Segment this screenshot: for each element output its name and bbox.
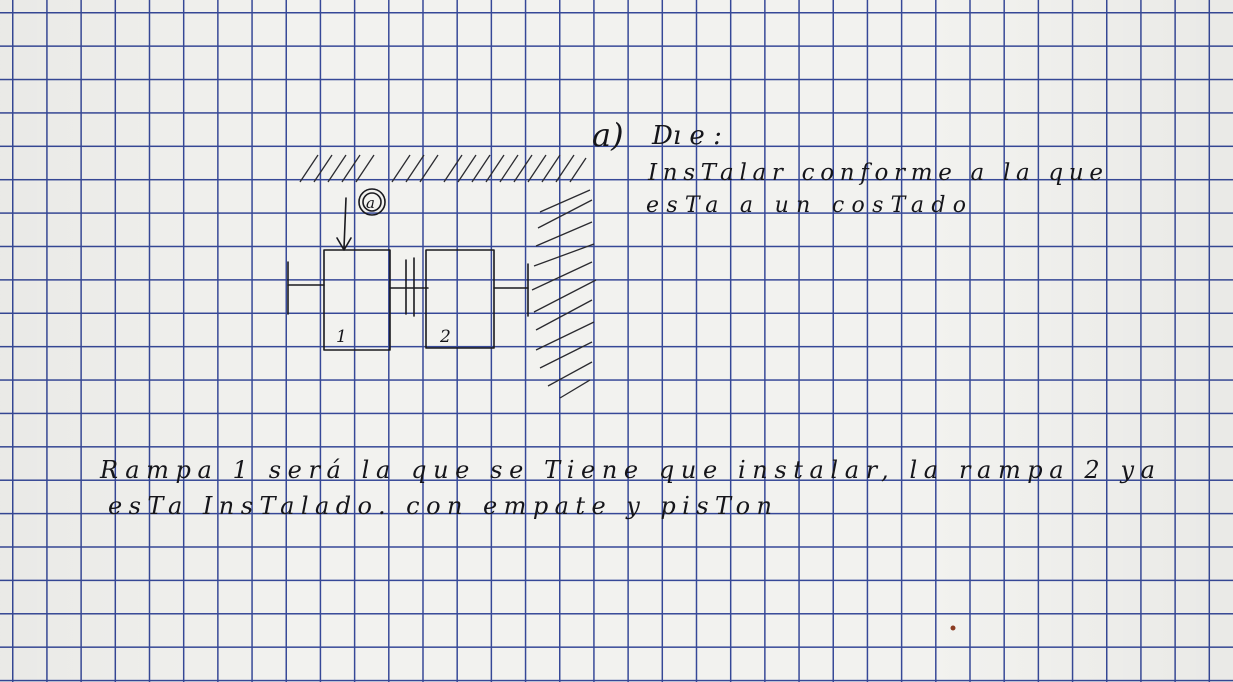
instruction-line-1: InsTalar conforme a la que: [647, 160, 1103, 186]
ramp-2-label: 2: [439, 327, 451, 347]
circled-marker: a: [358, 188, 386, 216]
ink-dot: [950, 625, 956, 631]
arrow-down-icon: [336, 197, 352, 251]
ramp-1-diagram: 1: [287, 249, 391, 351]
note-heading: Dı e :: [651, 121, 722, 151]
ramp-1-label: 1: [336, 327, 347, 347]
section-label: a): [592, 116, 624, 154]
ramp-connector: [389, 257, 429, 317]
paragraph-line-1: Rampa 1 será la que se Tiene que instala…: [99, 456, 1155, 484]
marker-label: a: [366, 194, 375, 212]
paragraph-line-2: esTa InsTalado. con empate y pisTon: [108, 492, 772, 520]
wall-hatching-top: [299, 154, 587, 183]
instruction-line-2: esTa a un cosTado: [646, 193, 966, 218]
ramp-2-diagram: 2: [425, 249, 529, 349]
wall-hatching-right: [531, 189, 597, 399]
